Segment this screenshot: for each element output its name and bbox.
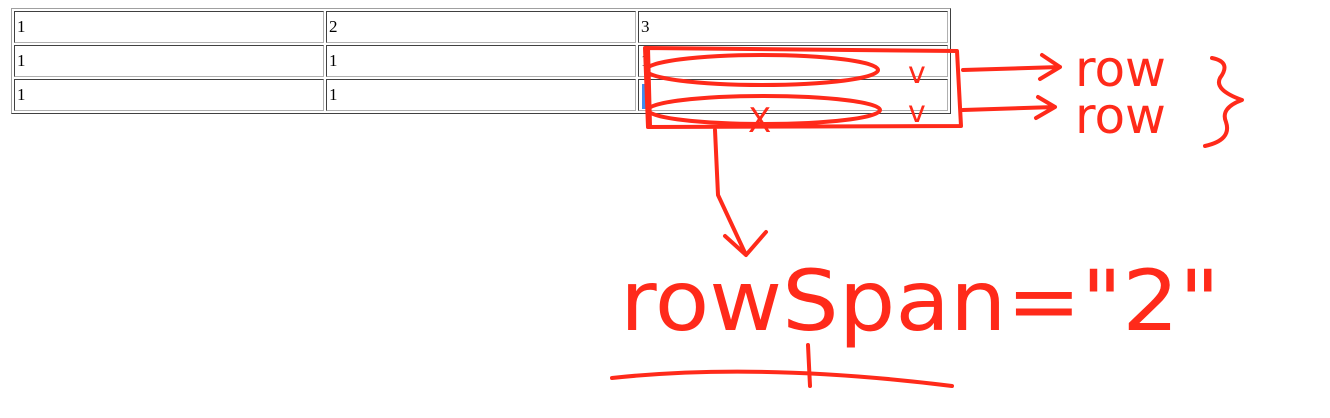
table-row: 1 1 1: [14, 45, 948, 77]
table-cell[interactable]: 2: [326, 11, 636, 43]
table-row: 1 1: [14, 79, 948, 111]
underline-tick: [806, 343, 812, 388]
table-cell[interactable]: 1: [14, 45, 324, 77]
cross-mark: X: [748, 101, 771, 141]
row-label: row: [1075, 40, 1166, 98]
arrow-right-icon: [961, 95, 1057, 120]
table-cell[interactable]: 1: [326, 45, 636, 77]
row2-ellipse: [644, 53, 880, 87]
arrow-down-icon: [713, 128, 768, 257]
table-cell[interactable]: 3: [638, 11, 948, 43]
row-label: row: [1075, 87, 1166, 145]
table-cell[interactable]: 1: [14, 79, 324, 111]
table-cell[interactable]: 1: [326, 79, 636, 111]
arrow-right-icon: [961, 53, 1062, 81]
check-mark: v: [908, 95, 926, 130]
brace-icon: [1203, 56, 1244, 148]
table-cell[interactable]: 1: [14, 11, 324, 43]
underline-stroke: [610, 369, 954, 388]
table-row: 1 2 3: [14, 11, 948, 43]
rowspan-note: rowSpan="2": [620, 252, 1220, 350]
check-mark: v: [908, 56, 926, 91]
row3-ellipse: [646, 94, 882, 126]
demo-table: 1 2 3 1 1 1 1 1: [11, 8, 951, 114]
